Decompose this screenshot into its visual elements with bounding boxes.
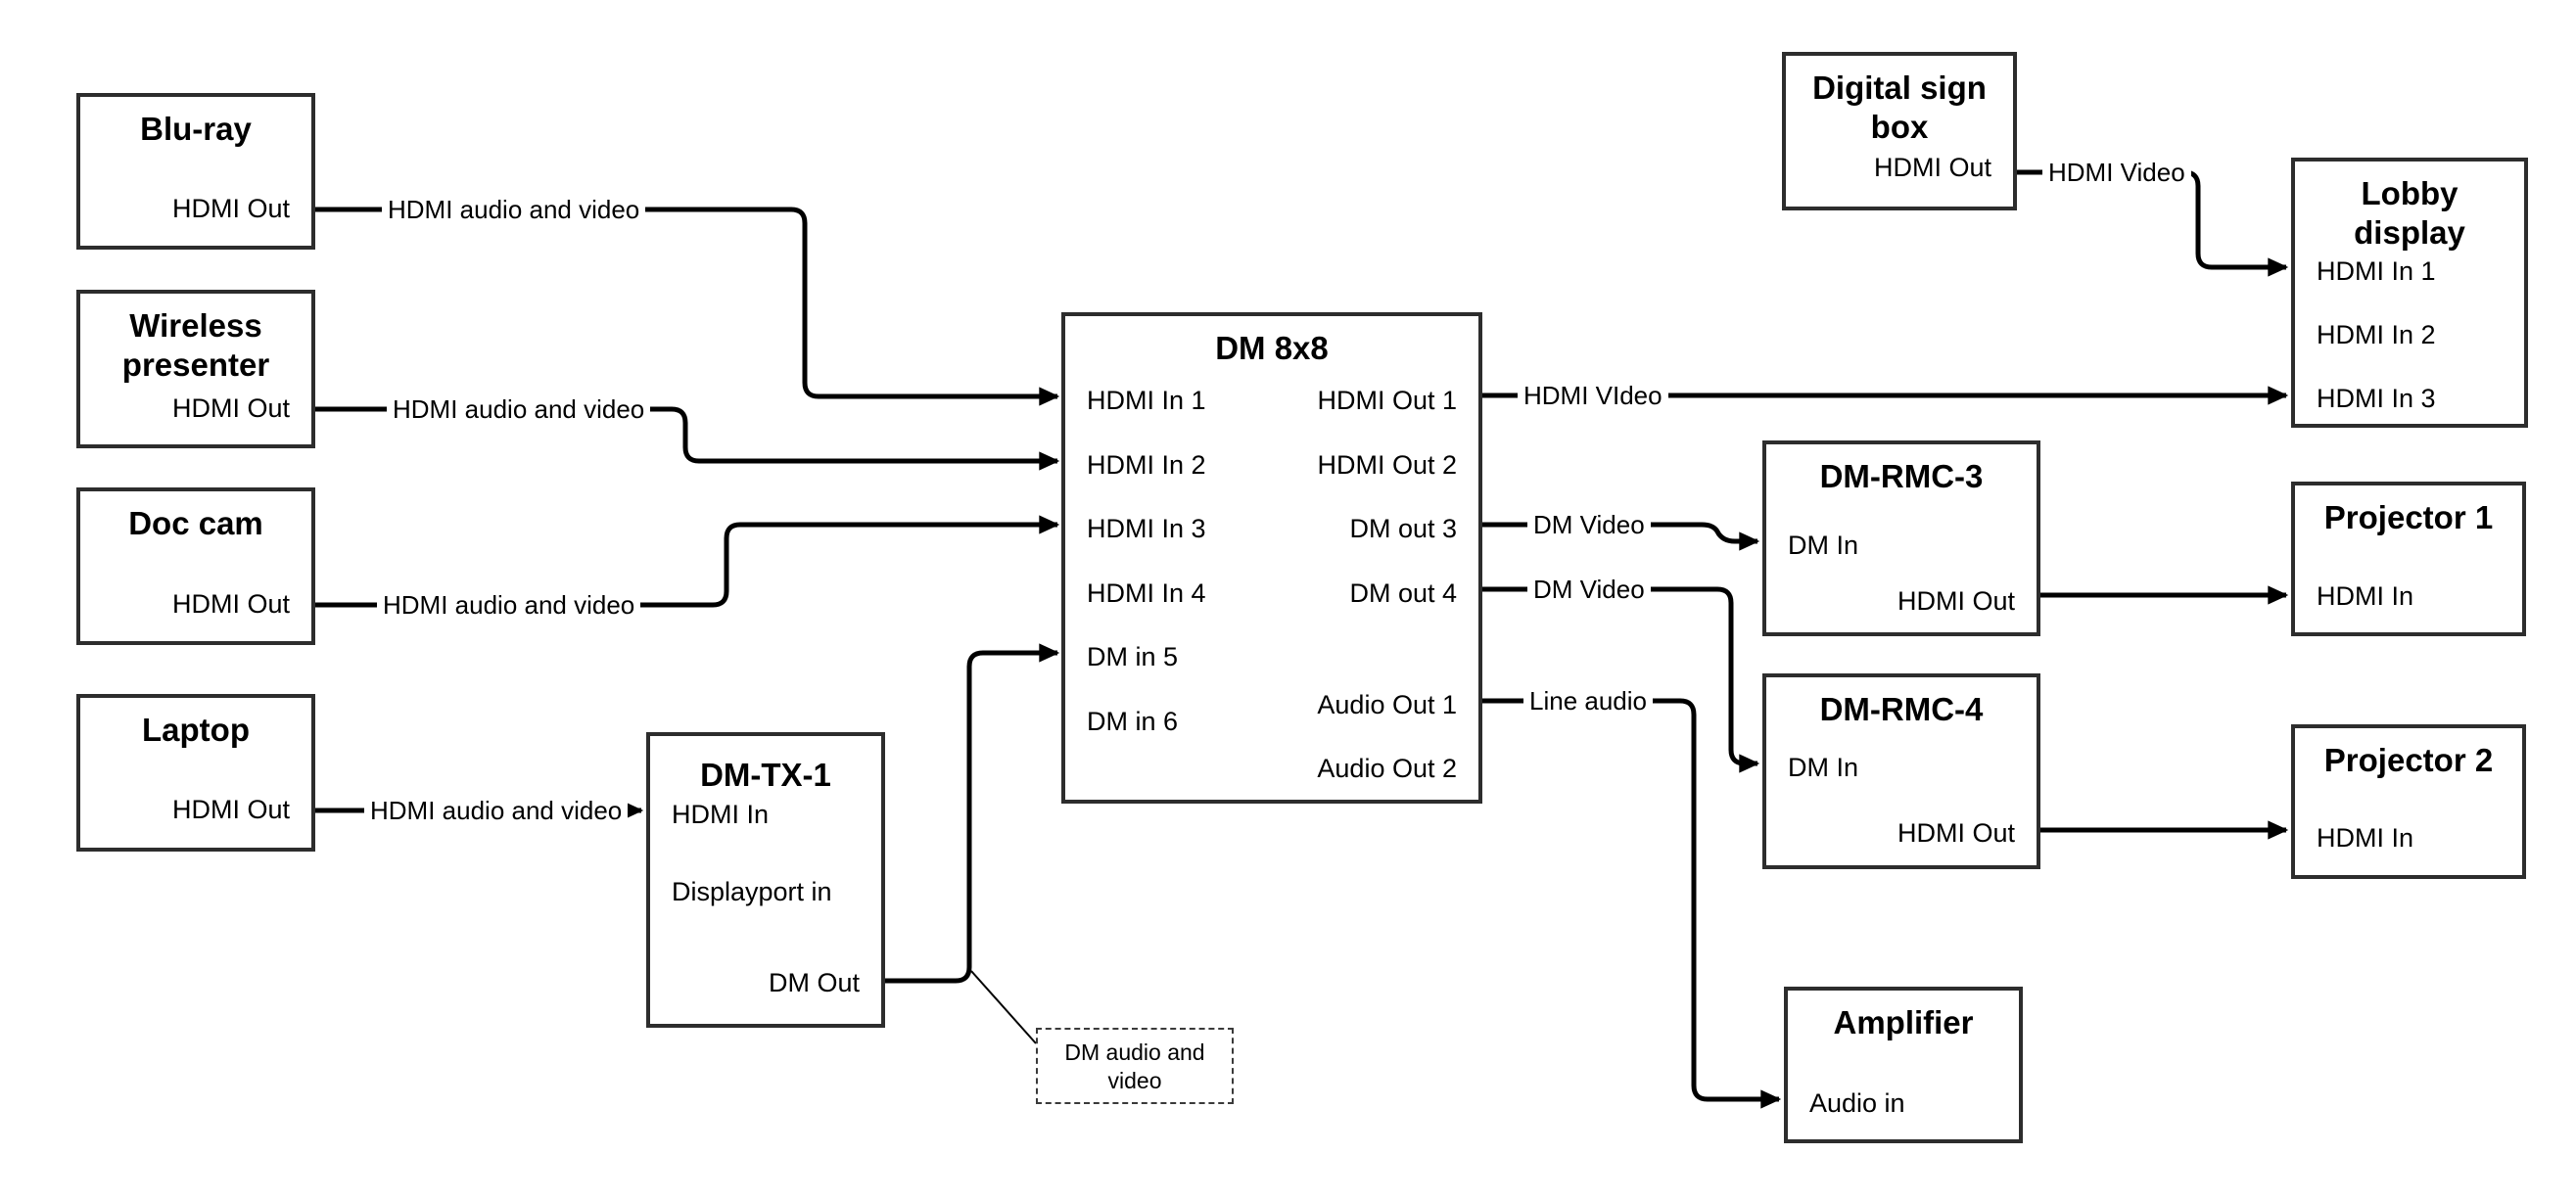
box-title: Projector 2 [2323,742,2494,778]
device-box-blu-ray: Blu-ray HDMI Out [76,93,315,250]
wire-bluray-to-dm8x8-in1 [315,207,1060,406]
device-box-wireless-presenter: Wireless presenter HDMI Out [76,290,315,448]
wire-dmtx1-to-dm8x8-in5 [885,643,1060,984]
wire-wireless-to-dm8x8-in2 [315,406,1060,471]
device-box-doc-cam: Doc cam HDMI Out [76,487,315,645]
port-hdmi-in-3: HDMI In 3 [2317,384,2436,413]
port-audio-out-2: Audio Out 2 [1317,754,1457,783]
port-hdmi-in-2: HDMI In 2 [1087,450,1206,480]
wire-label-hdmi-audio-video-1: HDMI audio and video [382,194,646,225]
port-dm-in-5: DM in 5 [1087,642,1179,671]
wire-label-hdmi-audio-video-3: HDMI audio and video [377,589,641,621]
box-title: Projector 1 [2323,499,2494,535]
device-box-dm-rmc-3: DM-RMC-3 DM In HDMI Out [1762,440,2040,636]
port-hdmi-out: HDMI Out [171,589,290,619]
box-title: Wireless presenter [121,307,270,383]
wire-label-dm-video-out3: DM Video [1527,509,1651,540]
port-audio-in: Audio in [1809,1088,1905,1118]
wire-label-line-audio: Line audio [1523,685,1653,716]
port-hdmi-in-3: HDMI In 3 [1087,514,1206,543]
port-hdmi-in-2: HDMI In 2 [2317,320,2436,349]
annotation-dm-audio-and-video: DM audio and video [1036,1028,1234,1104]
note-callout-line [970,970,1037,1044]
port-dm-out-3: DM out 3 [1349,514,1457,543]
port-dm-in: DM In [1788,753,1859,782]
port-dm-out-4: DM out 4 [1349,578,1457,608]
box-title: Digital sign box [1812,69,1987,145]
port-hdmi-in-4: HDMI In 4 [1087,578,1206,608]
port-hdmi-out: HDMI Out [1897,586,2015,616]
port-hdmi-out-1: HDMI Out 1 [1317,386,1457,415]
wire-doccam-to-dm8x8-in3 [315,515,1060,608]
box-title: DM-RMC-3 [1819,458,1984,494]
port-hdmi-in-1: HDMI In 1 [1087,386,1206,415]
wire-dm8x8-out4-to-rmc4 [1482,586,1760,773]
port-hdmi-out: HDMI Out [1873,153,1991,182]
box-title: DM 8x8 [1215,330,1329,366]
wire-dm8x8-out3-to-rmc3 [1482,522,1760,551]
port-dm-out: DM Out [768,968,860,997]
port-dm-in-6: DM in 6 [1087,707,1179,736]
port-displayport-in: Displayport in [672,877,832,906]
port-hdmi-in-1: HDMI In 1 [2317,256,2436,286]
wire-label-hdmi-audio-video-4: HDMI audio and video [364,795,629,826]
wire-label-hdmi-video-out1: HDMI VIdeo [1518,380,1668,411]
device-box-amplifier: Amplifier Audio in [1784,987,2023,1143]
port-hdmi-out-2: HDMI Out 2 [1317,450,1457,480]
device-box-projector-1: Projector 1 HDMI In [2291,482,2526,636]
device-box-dm-tx-1: DM-TX-1 HDMI In Displayport in DM Out [646,732,885,1028]
device-box-dm-rmc-4: DM-RMC-4 DM In HDMI Out [1762,673,2040,869]
port-hdmi-out: HDMI Out [171,795,290,824]
port-hdmi-out: HDMI Out [1897,818,2015,848]
port-hdmi-in: HDMI In [672,800,770,829]
device-box-laptop: Laptop HDMI Out [76,694,315,852]
port-hdmi-in: HDMI In [2317,823,2414,853]
wire-label-hdmi-video-digisign: HDMI Video [2042,157,2191,188]
port-hdmi-in: HDMI In [2317,581,2414,611]
port-hdmi-out: HDMI Out [171,393,290,423]
box-title: DM-RMC-4 [1819,691,1984,727]
device-box-lobby-display: Lobby display HDMI In 1 HDMI In 2 HDMI I… [2291,158,2528,428]
port-audio-out-1: Audio Out 1 [1317,690,1457,719]
box-title: Lobby display [2354,175,2465,251]
box-title: Amplifier [1833,1004,1974,1040]
wire-label-hdmi-audio-video-2: HDMI audio and video [387,393,651,425]
box-title: Laptop [142,712,250,748]
box-title: Doc cam [128,505,263,541]
port-hdmi-out: HDMI Out [171,194,290,223]
box-title: DM-TX-1 [700,757,831,793]
port-dm-in: DM In [1788,531,1859,560]
box-title: Blu-ray [140,111,252,147]
device-box-dm-8x8: DM 8x8 HDMI In 1 HDMI In 2 HDMI In 3 HDM… [1061,312,1482,804]
wire-label-dm-video-out4: DM Video [1527,574,1651,605]
device-box-projector-2: Projector 2 HDMI In [2291,724,2526,879]
device-box-digital-sign-box: Digital sign box HDMI Out [1782,52,2017,210]
wire-dm8x8-aout1-to-amp [1482,698,1782,1109]
